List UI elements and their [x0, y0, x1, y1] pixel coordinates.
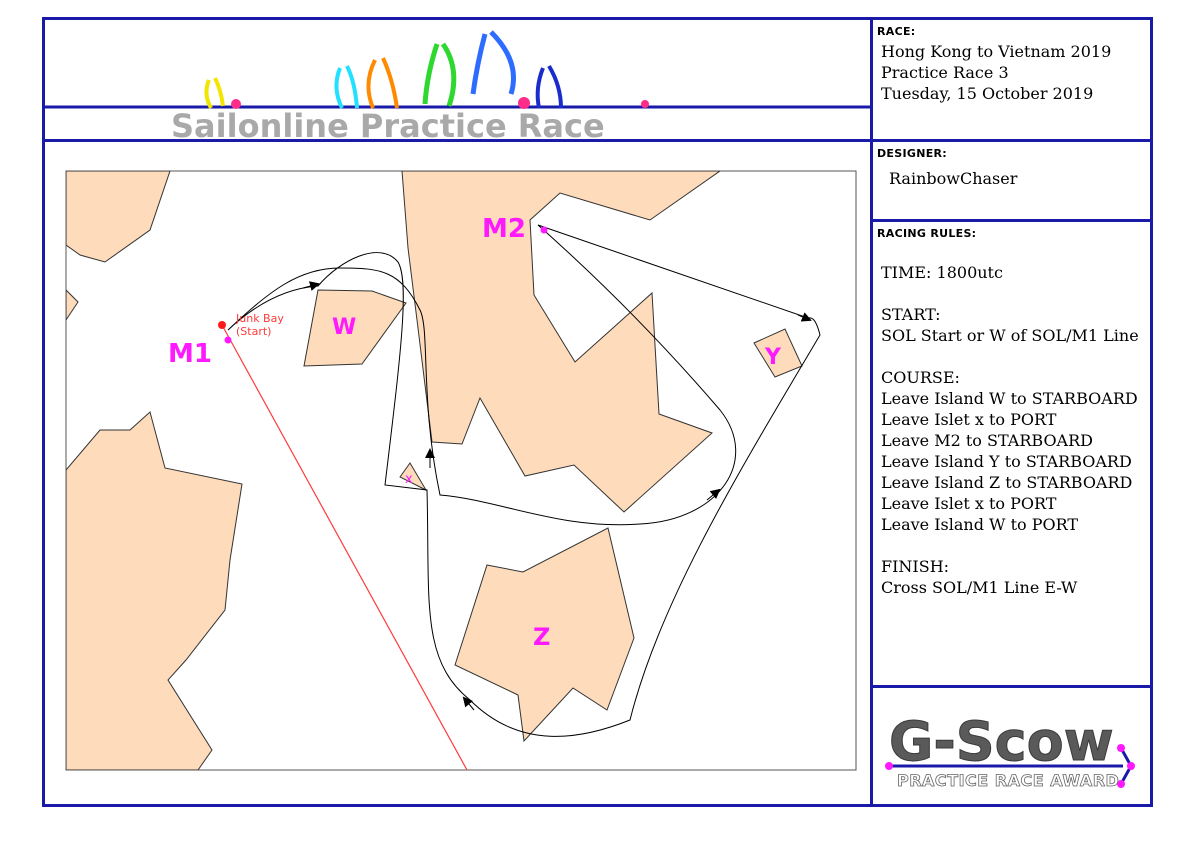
rules-finish-text: Cross SOL/M1 Line E-W [881, 578, 1078, 597]
arrow-3 [706, 488, 721, 501]
rules-time: TIME: 1800utc [881, 263, 1003, 282]
rules-course-4: Leave Island Y to STARBOARD [881, 452, 1132, 471]
label-z: Z [533, 623, 550, 651]
dot-3 [641, 100, 649, 108]
designer-cell: DESIGNER: RainbowChaser [870, 139, 1153, 222]
rules-finish-heading: FINISH: [881, 557, 950, 576]
award-dot-1 [885, 762, 893, 770]
label-start-2: (Start) [236, 325, 271, 338]
award-dot-2 [1117, 744, 1125, 752]
m2-mark [540, 226, 548, 234]
dot-1 [231, 99, 241, 109]
rules-course-heading: COURSE: [881, 368, 960, 387]
rules-course-5: Leave Island Z to STARBOARD [881, 473, 1133, 492]
rules-course-6: Leave Islet x to PORT [881, 494, 1057, 513]
award-cell: G-Scow PRACTICE RACE AWARD [870, 685, 1153, 807]
award-dot-4 [1117, 780, 1125, 788]
rules-start-heading: START: [881, 305, 941, 324]
banner-cell: Sailonline Practice Race [42, 17, 873, 145]
label-w: W [332, 315, 356, 340]
rules-course-7: Leave Island W to PORT [881, 515, 1079, 534]
land-left-spike [66, 289, 79, 321]
award-dot-3 [1127, 762, 1135, 770]
rules-start-text: SOL Start or W of SOL/M1 Line [881, 326, 1139, 345]
banner-title: Sailonline Practice Race [171, 107, 605, 145]
race-heading: RACE: [877, 25, 916, 38]
start-line [221, 324, 468, 771]
award-logo-text: G-Scow [889, 710, 1114, 773]
course-path [227, 224, 821, 737]
sail-cyan [334, 65, 359, 109]
arrow-5 [462, 696, 475, 711]
designer-heading: DESIGNER: [877, 147, 947, 160]
land-centre [401, 171, 721, 513]
label-y: Y [764, 345, 782, 370]
sail-blue [470, 30, 516, 95]
rules-cell: RACING RULES: TIME: 1800utc START: SOL S… [870, 219, 1153, 688]
sail-yellow [204, 77, 225, 109]
map-cell: Junk Bay (Start) M1 M2 W x Y Z [42, 139, 873, 807]
dot-2 [518, 97, 530, 109]
race-line-3: Tuesday, 15 October 2019 [881, 84, 1094, 103]
sail-navy [535, 64, 563, 109]
course-map: Junk Bay (Start) M1 M2 W x Y Z [65, 170, 857, 771]
land-left [66, 411, 243, 770]
sail-green [422, 42, 457, 107]
arrow-1 [302, 281, 320, 291]
islet-x [399, 462, 428, 492]
land-top-left [66, 171, 171, 263]
banner-logo [45, 30, 870, 109]
race-line-1: Hong Kong to Vietnam 2019 [881, 42, 1112, 61]
start-mark [218, 321, 226, 329]
race-cell: RACE: Hong Kong to Vietnam 2019 Practice… [870, 17, 1153, 142]
rules-course-3: Leave M2 to STARBOARD [881, 431, 1093, 450]
label-start-1: Junk Bay [235, 312, 284, 325]
arrow-2 [797, 312, 812, 322]
label-x: x [405, 472, 413, 487]
island-w [303, 289, 407, 367]
rules-course-2: Leave Islet x to PORT [881, 410, 1057, 429]
rules-course-1: Leave Island W to STARBOARD [881, 389, 1138, 408]
label-m1: M1 [168, 339, 212, 369]
award-subtitle: PRACTICE RACE AWARD [897, 771, 1119, 790]
designer-name: RainbowChaser [889, 169, 1018, 188]
sail-orange [366, 57, 399, 109]
m1-mark [224, 336, 232, 344]
rules-heading: RACING RULES: [877, 227, 977, 240]
award-logo: G-Scow PRACTICE RACE AWARD [885, 710, 1135, 790]
race-line-2: Practice Race 3 [881, 63, 1009, 82]
label-m2: M2 [482, 214, 526, 244]
island-z [454, 527, 635, 743]
